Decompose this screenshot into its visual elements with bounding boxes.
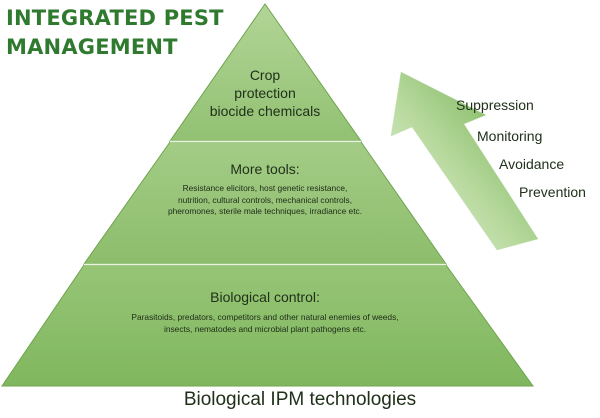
tier-middle-body-line: nutrition, cultural controls, mechanical… [177, 194, 353, 205]
tier-bottom-heading: Biological control: [210, 289, 320, 305]
tier-bottom-body-line: Parasitoids, predators, competitors and … [131, 312, 399, 322]
diagram-footer: Biological IPM technologies [183, 389, 417, 410]
tier-middle-body-line: Resistance elicitors, host genetic resis… [182, 183, 348, 193]
progression-arrow [390, 71, 539, 251]
tier-middle-text: More tools: Resistance elicitors, host g… [130, 160, 400, 218]
tier-bottom-text: Biological control: Parasitoids, predato… [70, 288, 460, 335]
title-line-2: MANAGEMENT [6, 35, 178, 59]
tier-middle-heading: More tools: [230, 161, 300, 177]
tier-top-line: biocide chemicals [209, 103, 321, 119]
arrow-step-suppression: Suppression [456, 97, 534, 113]
tier-top-line: Crop [249, 67, 281, 83]
title-line-1: INTEGRATED PEST [6, 6, 224, 30]
arrow-step-prevention: Prevention [519, 184, 586, 200]
arrow-step-avoidance: Avoidance [499, 156, 565, 172]
tier-top-text: Crop protection biocide chemicals [185, 66, 345, 120]
tier-middle-body-line: pheromones, sterile male techniques, irr… [167, 206, 363, 216]
arrow-step-monitoring: Monitoring [477, 128, 543, 144]
tier-bottom-body-line: insects, nematodes and microbial plant p… [163, 323, 367, 334]
diagram-title: INTEGRATED PEST MANAGEMENT [6, 4, 224, 62]
tier-top-line: protection [234, 85, 296, 101]
